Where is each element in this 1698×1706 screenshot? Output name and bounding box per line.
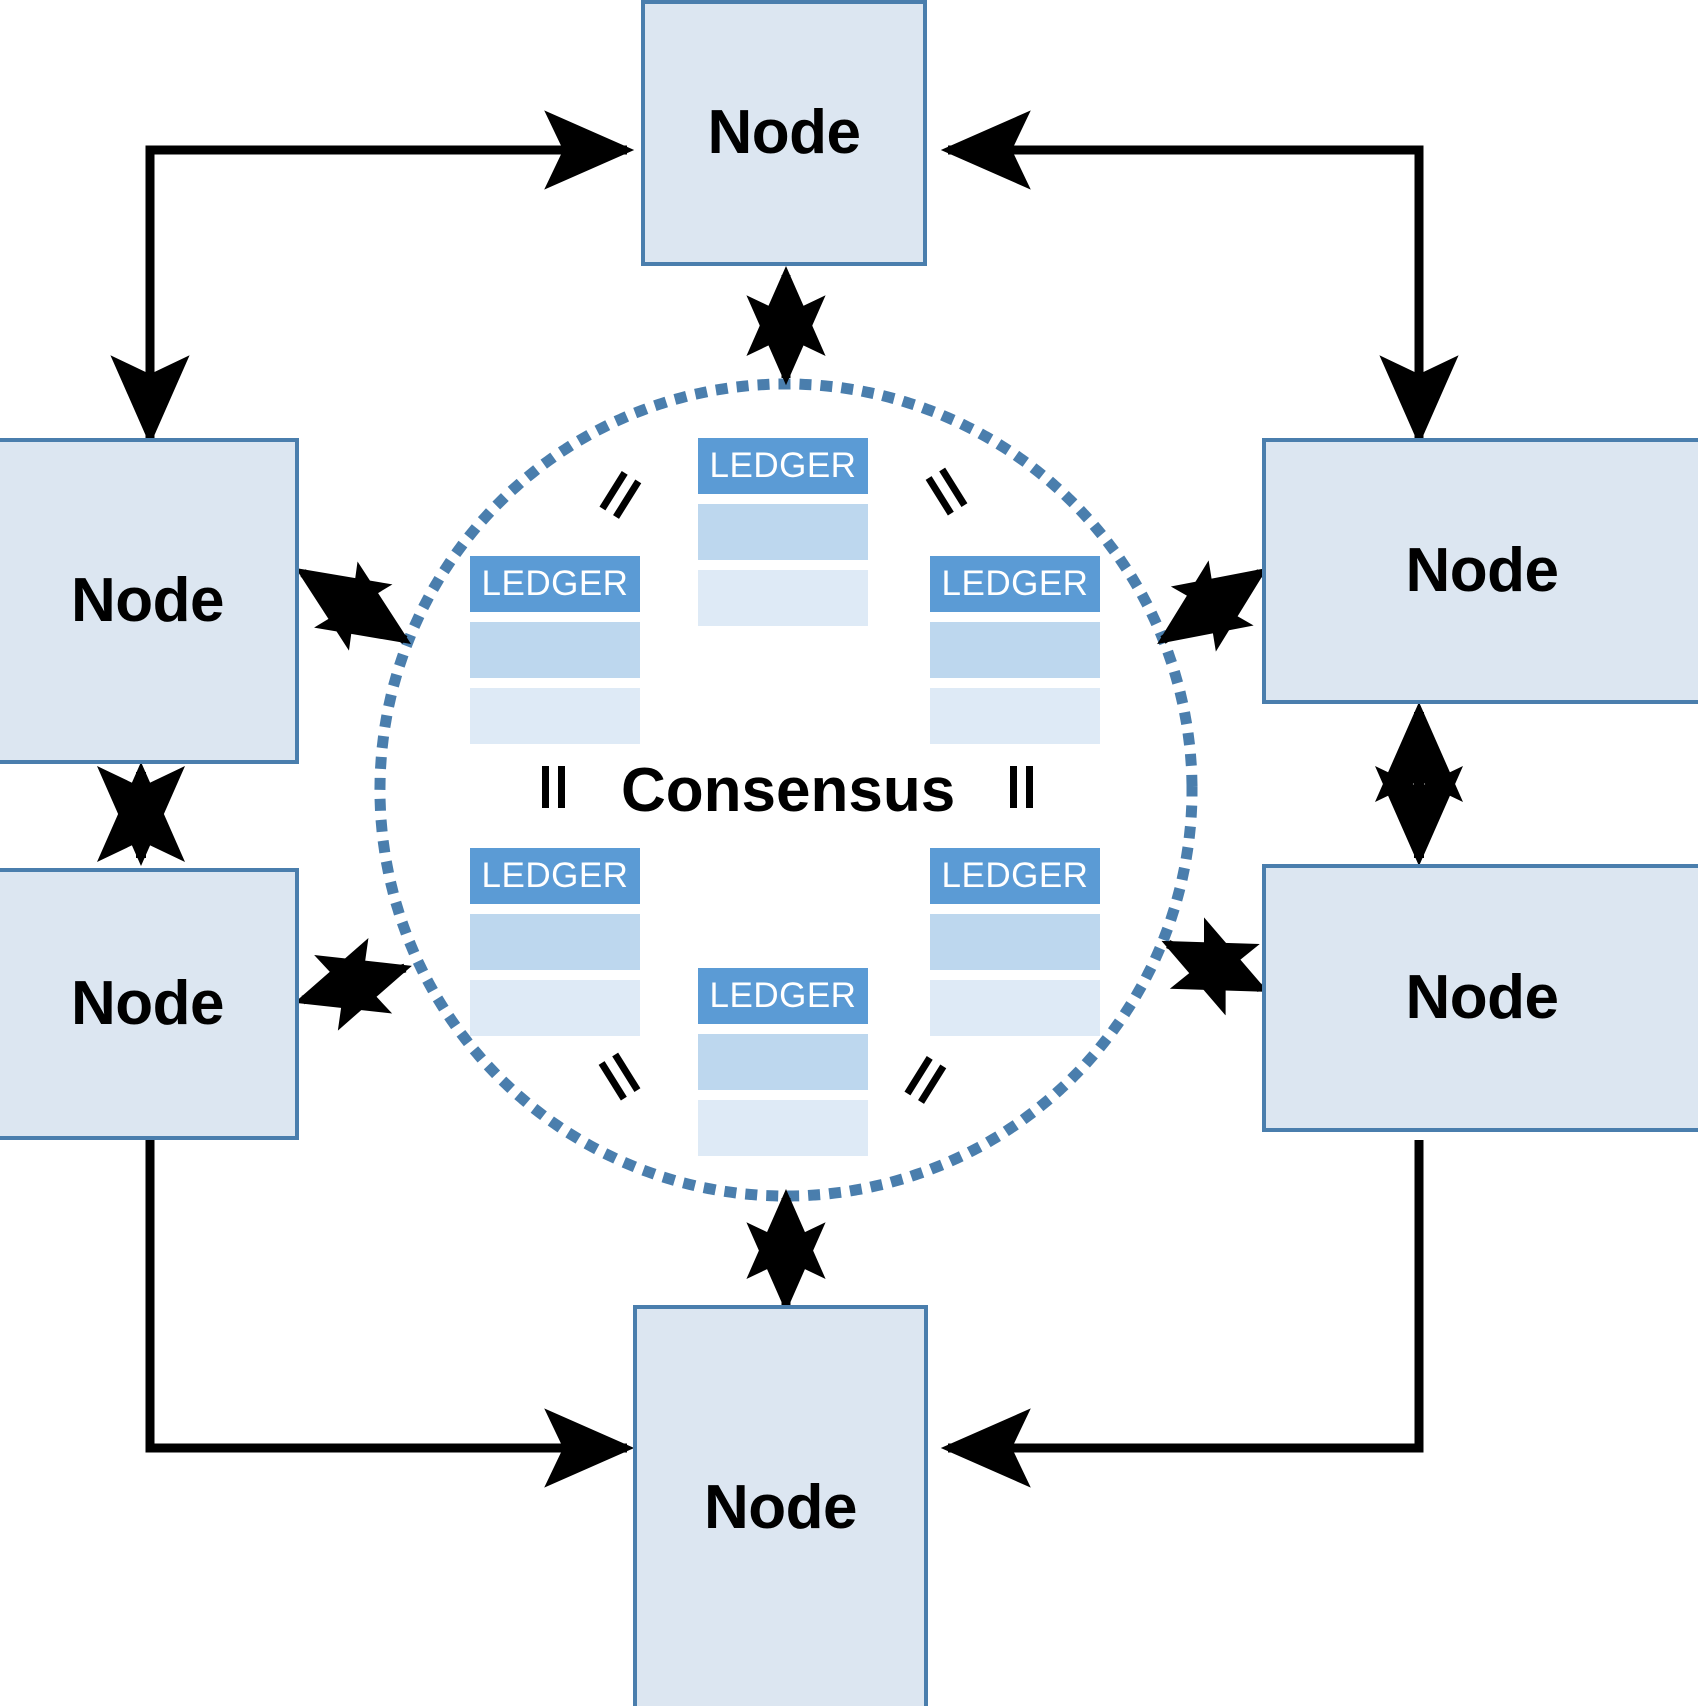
ledger-upper-left-row-1 <box>470 622 640 678</box>
ledger-lower-right-title: LEDGER <box>930 848 1100 904</box>
node-bottom-label: Node <box>704 1472 858 1542</box>
connector-rightlower-to-consensus <box>1161 917 1269 1016</box>
ledger-upper-right-row-2 <box>930 688 1100 744</box>
ledger-lower-left-row-2 <box>470 980 640 1036</box>
node-left-upper-label: Node <box>71 566 225 635</box>
ledger-top-row-2 <box>698 570 868 626</box>
ledger-top-row-1 <box>698 504 868 560</box>
node-right-lower-label: Node <box>1405 963 1560 1032</box>
ledger-lower-left[interactable]: LEDGER <box>470 848 640 1036</box>
ledger-upper-left-row-2 <box>470 688 640 744</box>
connector-rightupper-to-top <box>940 110 1424 440</box>
ledger-lower-left-title: LEDGER <box>470 848 640 904</box>
ledger-lower-left-row-1 <box>470 914 640 970</box>
node-bottom[interactable]: Node <box>633 1305 928 1706</box>
ledger-bottom-row-1 <box>698 1034 868 1090</box>
consensus-label: Consensus <box>621 756 956 825</box>
connector-rightlower-to-bottom <box>940 1140 1424 1488</box>
ledger-upper-left-title: LEDGER <box>470 556 640 612</box>
connector-rightupper-to-consensus <box>1157 560 1268 652</box>
node-left-lower[interactable]: Node <box>0 868 299 1140</box>
node-right-lower[interactable]: Node <box>1262 864 1698 1132</box>
node-left-lower-label: Node <box>71 969 225 1038</box>
node-left-upper[interactable]: Node <box>0 438 299 764</box>
ledger-lower-right[interactable]: LEDGER <box>930 848 1100 1036</box>
ledger-lower-right-row-2 <box>930 980 1100 1036</box>
ledger-upper-right-row-1 <box>930 622 1100 678</box>
ledger-bottom-title: LEDGER <box>698 968 868 1024</box>
node-top-label: Node <box>707 98 862 167</box>
node-right-upper[interactable]: Node <box>1262 438 1698 704</box>
node-right-upper-label: Node <box>1405 536 1560 605</box>
ledger-upper-right[interactable]: LEDGER <box>930 556 1100 744</box>
equals-icon-middle-left <box>530 762 576 808</box>
ledger-lower-right-row-1 <box>930 914 1100 970</box>
connector-leftlower-to-bottom <box>145 1140 635 1488</box>
ledger-bottom[interactable]: LEDGER <box>698 968 868 1156</box>
ledger-upper-right-title: LEDGER <box>930 556 1100 612</box>
connector-leftupper-to-top <box>145 110 635 440</box>
ledger-top-title: LEDGER <box>698 438 868 494</box>
ledger-bottom-row-2 <box>698 1100 868 1156</box>
ledger-top[interactable]: LEDGER <box>698 438 868 626</box>
connector-leftupper-to-consensus <box>295 561 412 651</box>
connector-leftlower-to-consensus <box>294 937 412 1031</box>
node-top[interactable]: Node <box>641 0 927 266</box>
equals-icon-middle-right <box>998 762 1044 808</box>
ledger-upper-left[interactable]: LEDGER <box>470 556 640 744</box>
